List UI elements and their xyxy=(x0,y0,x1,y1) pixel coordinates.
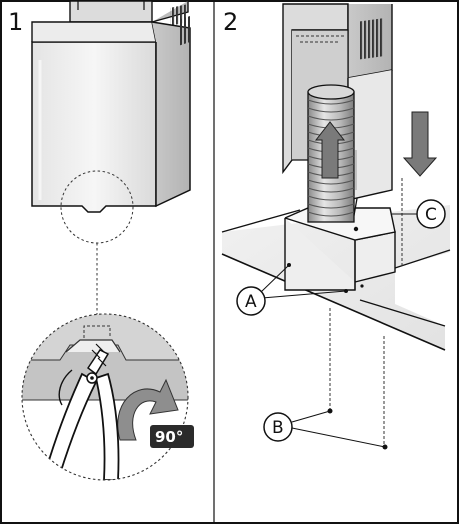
callout-a: A xyxy=(236,264,347,316)
callout-b: B xyxy=(263,410,386,448)
magnified-detail xyxy=(21,313,189,481)
screw-point-d xyxy=(360,284,364,288)
step-number-2: 2 xyxy=(223,8,238,36)
rotation-label: 90° xyxy=(155,428,183,446)
callout-b-label: B xyxy=(272,418,284,438)
chimney-cover-lower xyxy=(31,16,191,213)
callout-a-label: A xyxy=(245,292,257,312)
screw-point-c xyxy=(353,226,359,232)
rotation-badge xyxy=(150,425,194,448)
slide-down-arrow xyxy=(402,111,438,177)
airflow-up-arrow xyxy=(314,121,346,179)
step-number-1: 1 xyxy=(8,8,23,36)
callout-c: C xyxy=(392,199,446,229)
callout-c-label: C xyxy=(425,205,437,225)
